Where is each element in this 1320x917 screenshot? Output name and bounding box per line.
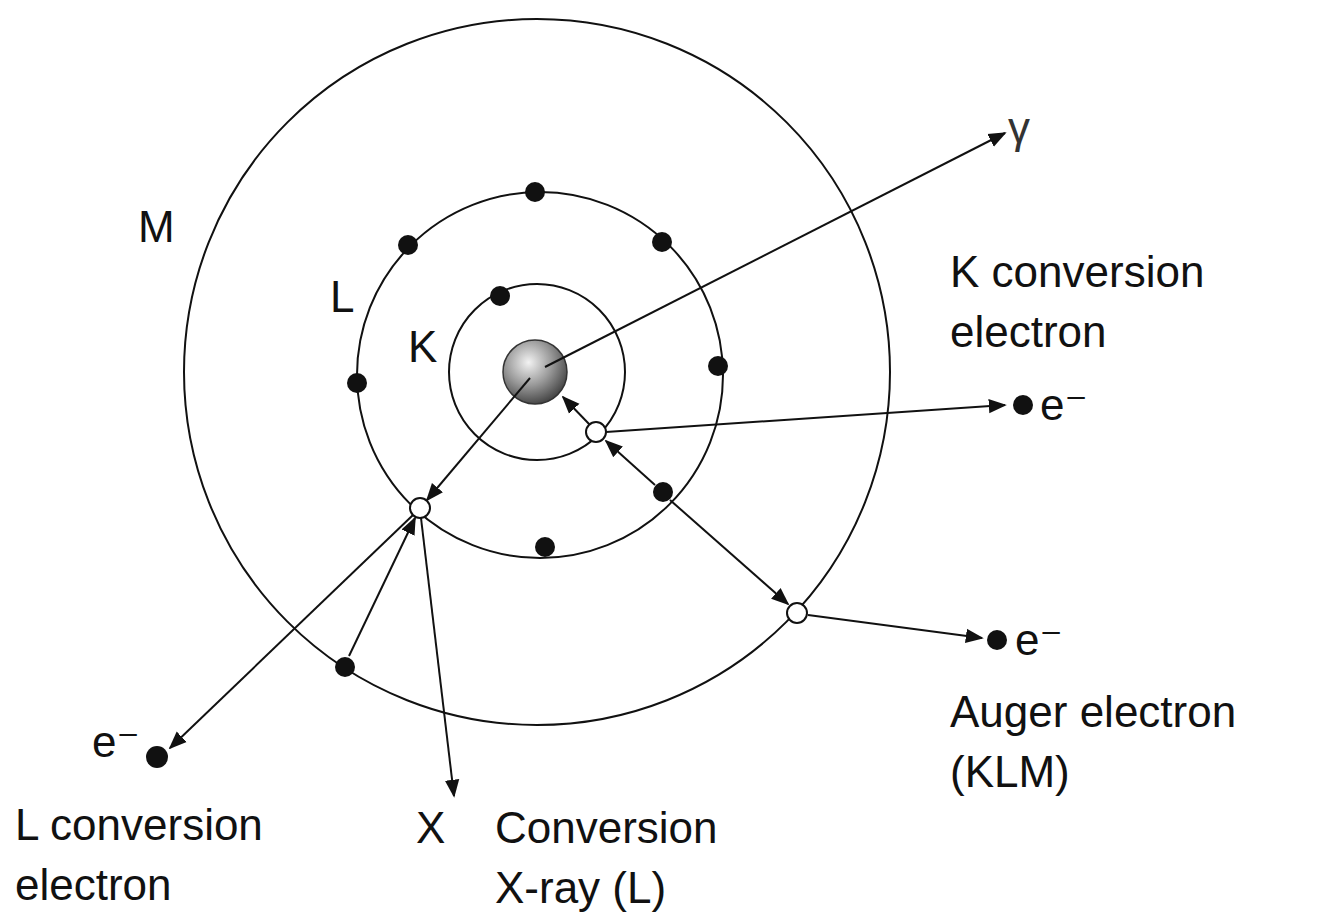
electron-symbol: e⁻ xyxy=(1015,610,1063,670)
caption-label: Auger electron (KLM) xyxy=(950,682,1250,802)
m-shell xyxy=(184,19,890,725)
shell-label: K xyxy=(408,317,437,377)
electron xyxy=(490,286,510,306)
nucleus-arrow xyxy=(563,397,590,425)
electron xyxy=(535,537,555,557)
nucleus xyxy=(503,340,567,404)
l-shell xyxy=(357,192,723,558)
xray-symbol: X xyxy=(416,798,445,858)
l-conversion-arrow xyxy=(170,515,413,748)
k-shell xyxy=(449,284,625,460)
electron-symbol: e⁻ xyxy=(1040,375,1088,435)
l-to-k-arrow xyxy=(606,441,655,485)
caption-label: K conversion electron xyxy=(950,242,1230,362)
arrows xyxy=(170,133,1005,796)
nucleus-to-l-arrow xyxy=(427,378,530,500)
emitted-electrons xyxy=(146,395,1033,768)
electron xyxy=(525,182,545,202)
electron xyxy=(347,373,367,393)
holes xyxy=(410,422,807,623)
gamma-label: γ xyxy=(1008,98,1030,158)
gamma-arrow xyxy=(545,133,1005,367)
emitted-electron xyxy=(987,630,1007,650)
x-ray-arrow xyxy=(421,518,454,796)
emitted-electron xyxy=(146,746,168,768)
shell-label: L xyxy=(330,267,354,327)
electron xyxy=(653,482,673,502)
vacancy xyxy=(586,422,606,442)
electron-symbol: e⁻ xyxy=(92,712,140,772)
emitted-electron xyxy=(1013,395,1033,415)
caption-label: Conversion X-ray (L) xyxy=(495,798,735,917)
auger-transfer-arrow xyxy=(670,500,788,604)
m-to-l-arrow xyxy=(349,518,415,656)
electron xyxy=(335,657,355,677)
caption-label: L conversion electron xyxy=(15,795,295,915)
electrons xyxy=(335,182,728,677)
shell-label: M xyxy=(138,197,175,257)
vacancy xyxy=(410,498,430,518)
electron xyxy=(652,232,672,252)
k-conversion-arrow xyxy=(606,405,1005,432)
auger-electron-arrow xyxy=(808,615,982,638)
electron xyxy=(708,356,728,376)
electron xyxy=(398,235,418,255)
vacancy xyxy=(787,603,807,623)
